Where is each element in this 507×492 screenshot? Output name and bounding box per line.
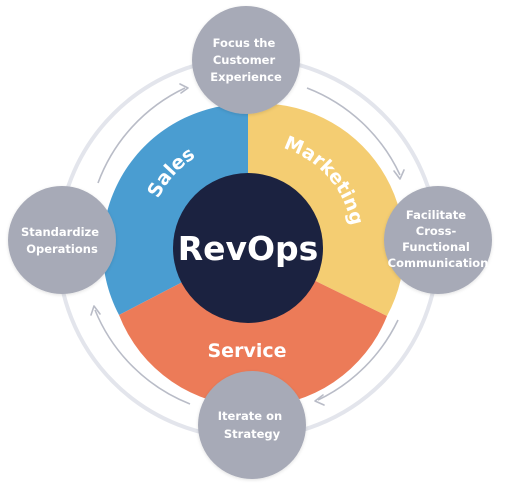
arrowhead-left-top [179, 83, 189, 94]
node-top: Focus the Customer Experience [192, 6, 300, 114]
node-bottom-line-2: Strategy [224, 427, 281, 441]
node-right: Facilitate Cross- Functional Communicati… [384, 186, 492, 294]
node-top-line-2: Customer [213, 53, 276, 67]
revops-label: RevOps [178, 229, 319, 268]
node-right-line-4: Communication [388, 256, 489, 270]
arrowhead-right-bottom [314, 394, 325, 406]
node-top-text: Focus the Customer Experience [210, 36, 282, 84]
arc-bottom-left [94, 309, 191, 405]
node-right-circle [384, 186, 492, 294]
arrowhead-top-right [393, 169, 405, 180]
node-right-line-1: Facilitate [406, 208, 466, 222]
arc-right-bottom [317, 319, 399, 401]
node-left-line-1: Standardize [21, 225, 99, 239]
node-top-line-1: Focus the [213, 36, 276, 50]
arc-left-top [97, 87, 186, 184]
node-left-line-2: Operations [26, 242, 98, 256]
node-left-circle [8, 186, 116, 294]
node-right-line-2: Cross- [416, 224, 457, 238]
node-left-text: Standardize Operations [21, 225, 103, 256]
node-left: Standardize Operations [8, 186, 116, 294]
node-bottom-circle [198, 371, 306, 479]
revops-hub [173, 173, 323, 323]
node-bottom-line-1: Iterate on [218, 409, 282, 423]
node-bottom-text: Iterate on Strategy [218, 409, 286, 441]
node-right-text: Facilitate Cross- Functional Communicati… [388, 208, 489, 270]
node-top-line-3: Experience [210, 70, 282, 84]
arrowhead-bottom-left [90, 305, 101, 316]
segment-label-service: Service [208, 340, 287, 362]
node-top-circle [192, 6, 300, 114]
node-bottom: Iterate on Strategy [198, 371, 306, 479]
arc-top-right [306, 87, 401, 176]
node-right-line-3: Functional [402, 240, 470, 254]
